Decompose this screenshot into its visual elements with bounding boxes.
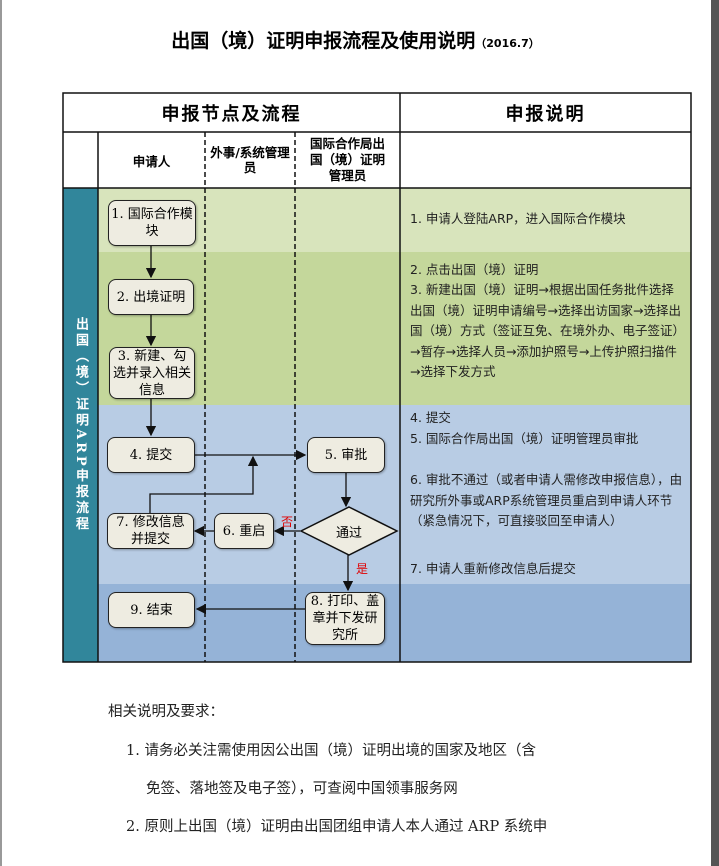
no-label: 否 — [281, 515, 294, 529]
step-3: 3. 新建、勾选并录入相关信息 — [109, 347, 195, 399]
desc-6: 6. 审批不通过（或者申请人需修改申报信息），由研究所外事或ARP系统管理员重启… — [410, 472, 683, 528]
step-6: 6. 重启 — [214, 513, 274, 549]
desc-2: 2. 点击出国（境）证明 — [410, 262, 539, 277]
yes-label: 是 — [356, 562, 369, 576]
step-1: 1. 国际合作模块 — [108, 200, 196, 246]
desc-5: 5. 国际合作局出国（境）证明管理员审批 — [410, 431, 639, 446]
note-1-line1: 1. 请务必关注需使用因公出国（境）证明出境的国家及地区（含 — [126, 743, 536, 759]
left-header: 申报节点及流程 — [161, 103, 302, 125]
title-date: （2016.7） — [475, 37, 540, 50]
page-edge — [0, 0, 2, 866]
scrollbar[interactable] — [711, 0, 719, 866]
decision-label: 通过 — [335, 526, 362, 541]
lane-admin: 外事/系统管理员 — [210, 145, 290, 175]
lane-applicant: 申请人 — [132, 153, 171, 169]
page-title: 出国（境）证明申报流程及使用说明（2016.7） — [0, 26, 711, 53]
desc-4: 4. 提交 — [410, 410, 451, 425]
step-4: 4. 提交 — [107, 437, 195, 473]
side-label-wrap: 出国（境）证明ARP申报流程 — [63, 188, 98, 662]
side-band — [63, 188, 98, 662]
desc-3: 3. 新建出国（境）证明→根据出国任务批件选择出国（境）证明申请编号→选择出访国… — [410, 282, 686, 379]
step-9: 9. 结束 — [108, 592, 195, 628]
right-header: 申报说明 — [505, 103, 586, 125]
step-5: 5. 审批 — [307, 437, 385, 473]
desc-7: 7. 申请人重新修改信息后提交 — [410, 561, 576, 576]
desc-1: 1. 申请人登陆ARP，进入国际合作模块 — [410, 211, 626, 226]
step-7: 7. 修改信息并提交 — [107, 513, 194, 549]
band-2 — [98, 252, 691, 405]
note-2: 2. 原则上出国（境）证明由出国团组申请人本人通过 ARP 系统申 — [126, 819, 548, 835]
side-label: 出国（境）证明ARP申报流程 — [73, 317, 88, 533]
lane-bureau: 国际合作局出国（境）证明管理员 — [309, 136, 385, 183]
flow-arrows — [145, 246, 354, 615]
step-2: 2. 出境证明 — [108, 279, 194, 315]
notes-heading: 相关说明及要求： — [108, 704, 224, 720]
note-1-line2: 免签、落地签及电子签），可查阅中国领事服务网 — [146, 781, 458, 797]
band-4 — [98, 584, 691, 662]
decision-diamond — [299, 506, 399, 556]
band-1 — [98, 188, 691, 252]
title-text: 出国（境）证明申报流程及使用说明 — [171, 30, 476, 52]
step-8: 8. 打印、盖章并下发研究所 — [305, 592, 385, 645]
